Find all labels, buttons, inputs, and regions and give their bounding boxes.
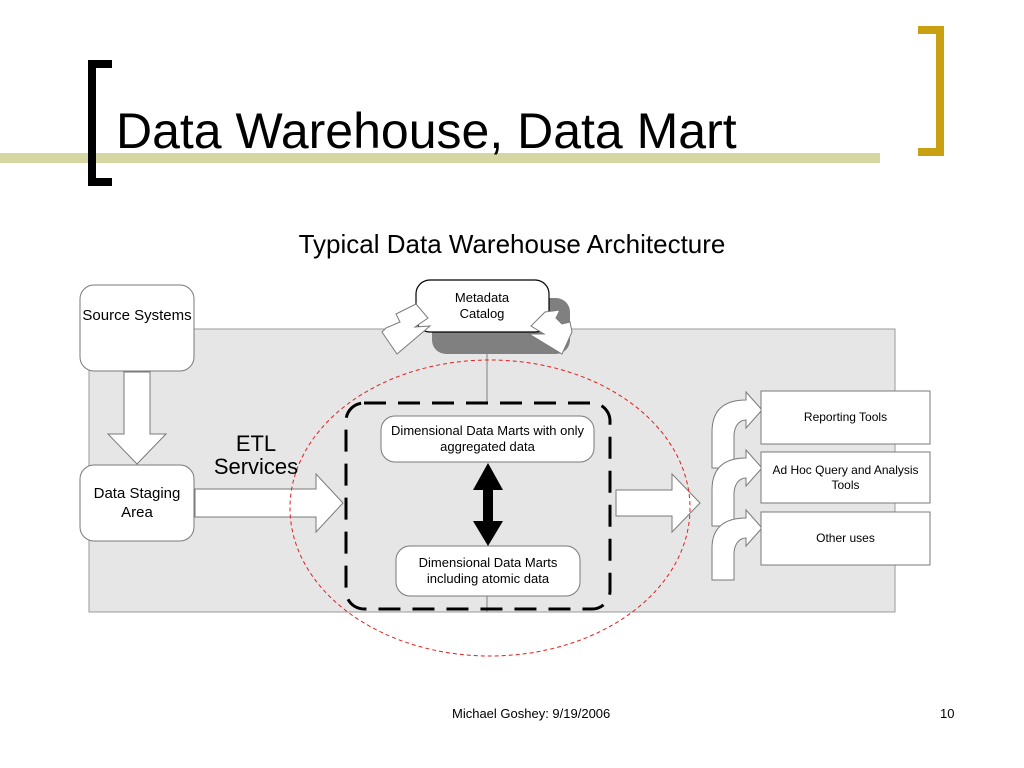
other-uses-box [760, 511, 931, 566]
source-systems-label: Source Systems [82, 306, 192, 324]
page-number: 10 [940, 706, 955, 721]
metadata-arrow-left [381, 303, 432, 355]
aggregated-marts-box [380, 415, 595, 463]
reporting-tools-box [760, 390, 931, 445]
other-uses-label: Other uses [816, 531, 875, 545]
slide-title: Data Warehouse, Data Mart [116, 103, 737, 159]
ad-hoc-query-box [760, 451, 931, 504]
footer-author-date: Michael Goshey: 9/19/2006 [452, 706, 611, 721]
curved-arrow-other [711, 508, 763, 581]
aggregated-marts-label: Dimensional Data Marts with only aggrega… [391, 423, 584, 454]
highlight-ellipse [289, 359, 691, 657]
title-left-bracket [88, 60, 112, 186]
metadata-arrow-right [527, 309, 573, 355]
down-arrow-source-to-staging [106, 371, 168, 465]
data-marts-container [344, 401, 612, 611]
right-arrow-staging-to-marts [194, 472, 344, 534]
curved-arrow-adhoc [711, 448, 763, 527]
source-systems-box [79, 284, 195, 372]
title-right-bracket [918, 26, 944, 156]
atomic-marts-label: Dimensional Data Marts including atomic … [418, 555, 558, 586]
reporting-tools-label: Reporting Tools [803, 410, 888, 424]
title-underline-bar [0, 153, 880, 163]
curved-arrow-reporting [711, 390, 763, 469]
etl-services-label: ETL Services [213, 431, 299, 479]
ad-hoc-query-label: Ad Hoc Query and Analysis Tools [772, 462, 919, 492]
data-staging-box [79, 464, 195, 542]
metadata-catalog-label: Metadata Catalog [454, 290, 510, 321]
right-arrow-marts-to-tools [615, 472, 701, 534]
diagram-title: Typical Data Warehouse Architecture [298, 229, 726, 259]
bidirectional-arrow [473, 463, 503, 546]
data-staging-label: Data Staging Area [93, 485, 181, 521]
